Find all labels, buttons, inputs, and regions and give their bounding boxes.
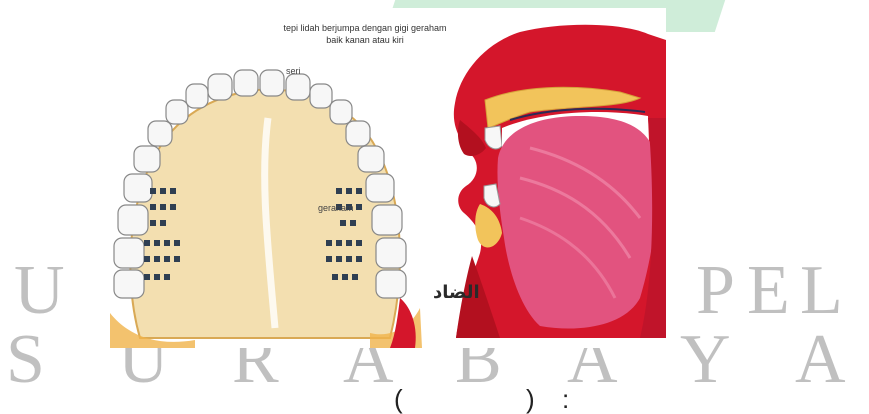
paren-open: (	[394, 386, 403, 412]
tooth	[310, 84, 332, 108]
tongue	[497, 116, 657, 329]
tooth	[376, 270, 406, 298]
figure-caption: tepi lidah berjumpa dengan gigi geraham …	[250, 22, 480, 46]
dental-illustration	[100, 8, 666, 348]
tooth	[114, 270, 144, 298]
watermark-letter-l: L	[800, 256, 843, 326]
tooth	[208, 74, 232, 100]
tooth	[372, 205, 402, 235]
label-geraham: geraham	[318, 203, 354, 213]
tooth	[186, 84, 208, 108]
watermark-letter-e: E	[747, 256, 790, 326]
tooth	[234, 70, 258, 96]
tooth	[148, 121, 172, 146]
tooth	[330, 100, 352, 124]
tooth	[358, 146, 384, 172]
tooth	[366, 174, 394, 202]
caption-line-2: baik kanan atau kiri	[250, 34, 480, 46]
tooth	[114, 238, 144, 268]
tooth	[134, 146, 160, 172]
caption-line-1: tepi lidah berjumpa dengan gigi geraham	[250, 22, 480, 34]
label-seri: seri	[286, 66, 301, 76]
watermark-letter-u: U	[14, 256, 65, 326]
watermark-letter-p: P	[696, 256, 735, 326]
paren-close: )	[526, 386, 535, 412]
arabic-letter-dhad: الضاد	[433, 282, 480, 303]
tooth	[260, 70, 284, 96]
makhraj-dhad-figure: tepi lidah berjumpa dengan gigi geraham …	[100, 8, 666, 348]
tooth	[118, 205, 148, 235]
tooth	[286, 74, 310, 100]
tooth	[376, 238, 406, 268]
colon-mark: :	[562, 386, 569, 412]
watermark-letter: A	[795, 325, 846, 395]
watermark-letter: S	[6, 325, 45, 395]
tooth	[166, 100, 188, 124]
upper-dental-arch	[110, 70, 422, 348]
tooth	[124, 174, 152, 202]
mouth-cross-section	[454, 25, 666, 338]
watermark-letter: Y	[680, 325, 731, 395]
tooth	[346, 121, 370, 146]
